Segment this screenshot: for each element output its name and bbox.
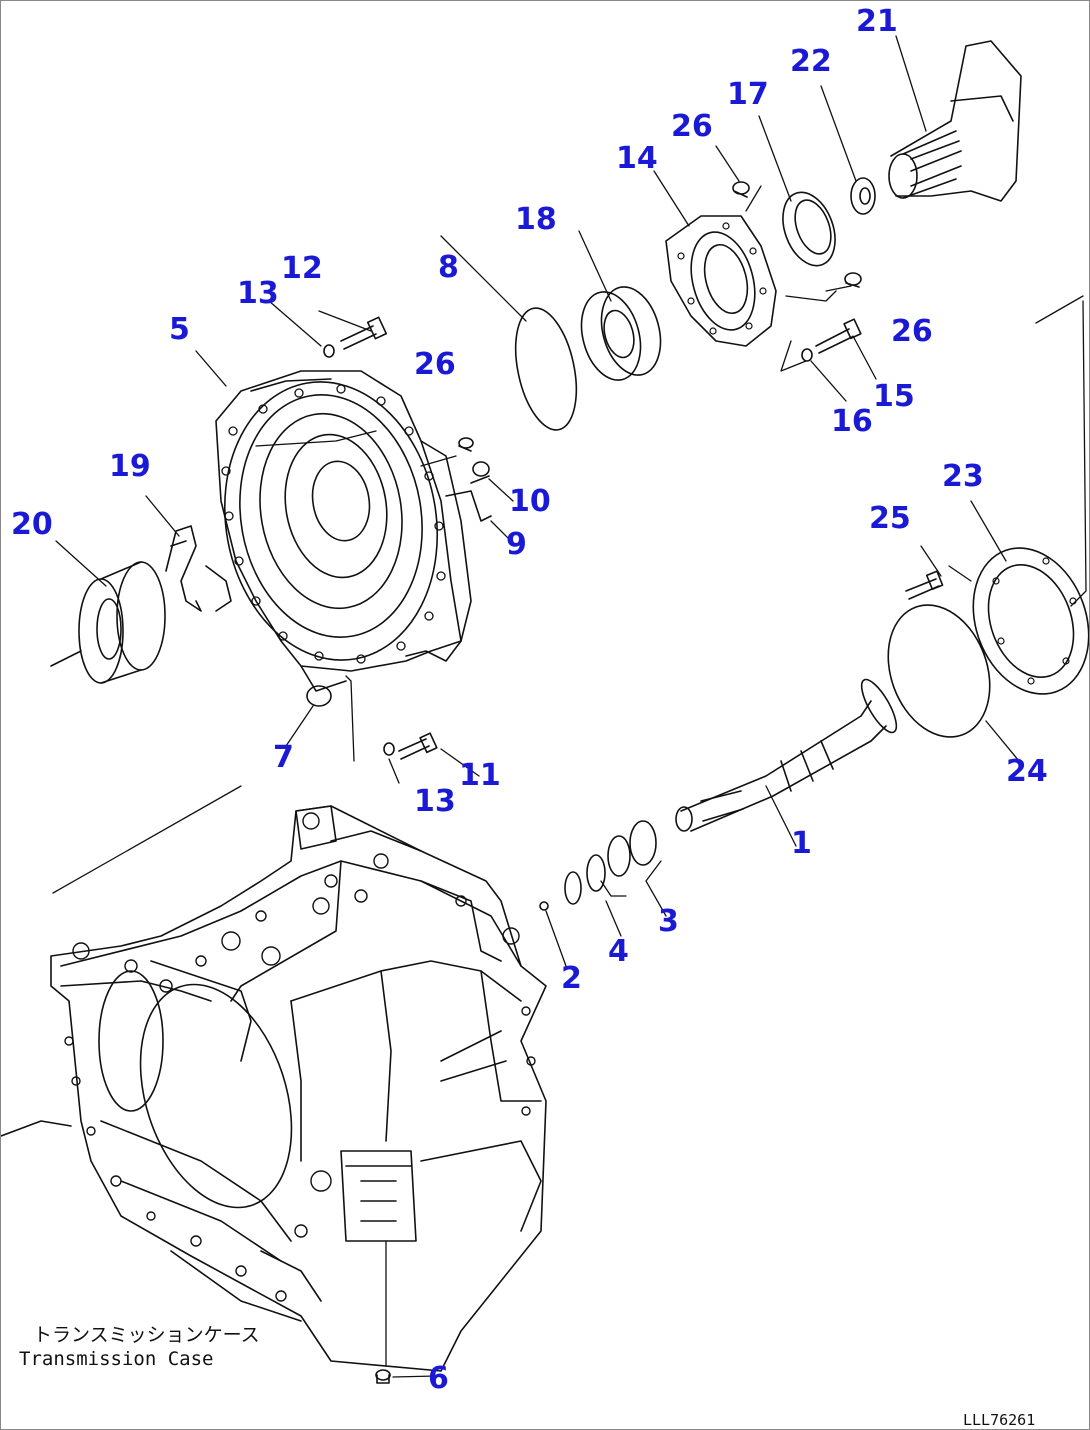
callout-26-top: 26 [671,109,713,144]
part-9-plate [445,490,492,522]
part-15-bolt [815,318,862,354]
part-13-washer-bottom [383,742,395,756]
part-20-bearing [50,561,166,684]
callout-16: 16 [831,404,873,439]
callout-24: 24 [1006,754,1048,789]
part-26-pin-right [844,272,862,288]
callout-3: 3 [658,904,679,939]
callout-5: 5 [169,312,190,347]
part-26-pin-top [732,181,750,198]
callout-7: 7 [273,740,294,775]
part-24-oring [887,604,991,738]
callout-9: 9 [506,527,527,562]
caption-japanese: トランスミッションケース [33,1324,260,1346]
callout-14: 14 [616,141,658,176]
leader-lines [52,35,1087,1378]
caption-english: Transmission Case [19,1348,213,1370]
part-21-flange [888,40,1022,202]
callout-17: 17 [727,77,769,112]
callout-21: 21 [856,4,898,39]
part-8-oring [514,307,578,431]
part-2-ball [539,901,549,911]
callout-19: 19 [109,449,151,484]
callout-23: 23 [942,459,984,494]
callout-26-right: 26 [891,314,933,349]
part-10-bolt [470,461,490,484]
callout-20: 20 [11,507,53,542]
callout-22: 22 [790,44,832,79]
callout-26-center: 26 [414,347,456,382]
drawing-code: LLL76261 [963,1411,1035,1429]
callout-15: 15 [873,379,915,414]
callout-12: 12 [281,251,323,286]
callout-25: 25 [869,501,911,536]
part-1-shaft [675,678,898,832]
part-25-bolt [905,570,944,600]
part-4-rings [564,854,606,905]
part-7-plug [306,685,332,707]
part-5-cover [215,370,472,692]
callout-labels: 1 2 3 4 5 6 7 8 9 10 11 12 13 13 14 15 1… [11,4,1048,1396]
part-22-nut [850,177,876,215]
part-6-plug [375,1369,391,1384]
callout-10: 10 [509,484,551,519]
part-3-rings [607,820,657,877]
part-18-bearing [580,286,662,381]
part-17-seal [782,191,836,267]
part-26-pin-center [458,437,474,452]
callout-1: 1 [791,826,812,861]
callout-8: 8 [438,250,459,285]
case-caption: トランスミッションケース Transmission Case [19,1324,260,1370]
callout-13-top: 13 [237,276,279,311]
callout-18: 18 [515,202,557,237]
callout-2: 2 [561,961,582,996]
transmission-case [1,805,547,1372]
part-23-cover [972,547,1089,695]
callout-11: 11 [459,758,501,793]
callout-4: 4 [608,934,629,969]
part-14-housing [665,215,777,347]
callout-6: 6 [428,1361,449,1396]
part-16-washer [801,348,813,362]
part-11-bolt [398,732,438,760]
callout-13-bottom: 13 [414,784,456,819]
part-19-shim [165,525,232,612]
part-12-bolt [340,316,388,350]
part-13-washer-top [323,344,335,358]
